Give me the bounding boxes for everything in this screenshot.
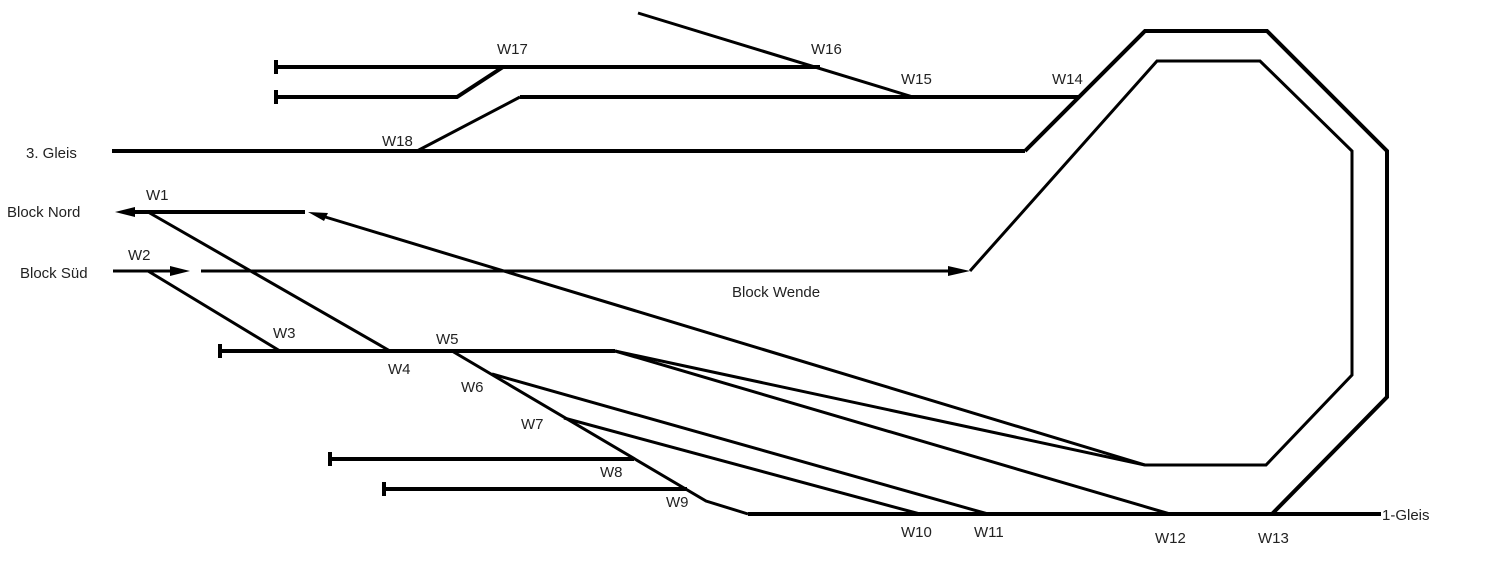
track-diagonal-w1-w4 (147, 210, 391, 353)
label-1-gleis: 1-Gleis (1382, 507, 1430, 524)
switch-label-w14: W14 (1052, 71, 1083, 88)
switch-label-w15: W15 (901, 71, 932, 88)
track-loop-outer (1023, 29, 1389, 516)
switch-label-w1: W1 (146, 187, 169, 204)
switch-label-w12: W12 (1155, 530, 1186, 547)
switch-label-w9: W9 (666, 494, 689, 511)
label-block-sued: Block Süd (20, 265, 88, 282)
arrow-left-icon (115, 207, 135, 217)
switch-label-w13: W13 (1258, 530, 1289, 547)
track-diagonal-w16-w15 (637, 11, 914, 99)
track-w7-to-w10 (563, 416, 921, 516)
track-w5-to-w12 (614, 349, 1171, 516)
switch-label-w10: W10 (901, 524, 932, 541)
track-diagonal-w2-w3 (147, 269, 281, 353)
switch-label-w17: W17 (497, 41, 528, 58)
switch-label-w6: W6 (461, 379, 484, 396)
track-w6-to-w11 (491, 372, 989, 516)
label-block-nord: Block Nord (7, 204, 80, 221)
track-connector-w18 (416, 95, 521, 153)
arrow-right-icon (948, 266, 970, 276)
arrow-right-icon (170, 266, 190, 276)
switch-label-w2: W2 (128, 247, 151, 264)
switch-label-w4: W4 (388, 361, 411, 378)
track-loop-inner (614, 59, 1354, 467)
switch-label-w18: W18 (382, 133, 413, 150)
switch-label-w11: W11 (974, 524, 1004, 541)
label-3-gleis: 3. Gleis (26, 145, 77, 162)
switch-label-w8: W8 (600, 464, 623, 481)
track-siding-upper-2 (276, 65, 505, 99)
switch-label-w7: W7 (521, 416, 544, 433)
track-return-to-block-nord (321, 214, 1146, 467)
track-ladder-w5-w9 (451, 349, 749, 516)
switch-label-w3: W3 (273, 325, 296, 342)
label-block-wende: Block Wende (732, 284, 820, 301)
switch-label-w5: W5 (436, 331, 459, 348)
switch-label-w16: W16 (811, 41, 842, 58)
arrow-left-icon (308, 212, 328, 221)
